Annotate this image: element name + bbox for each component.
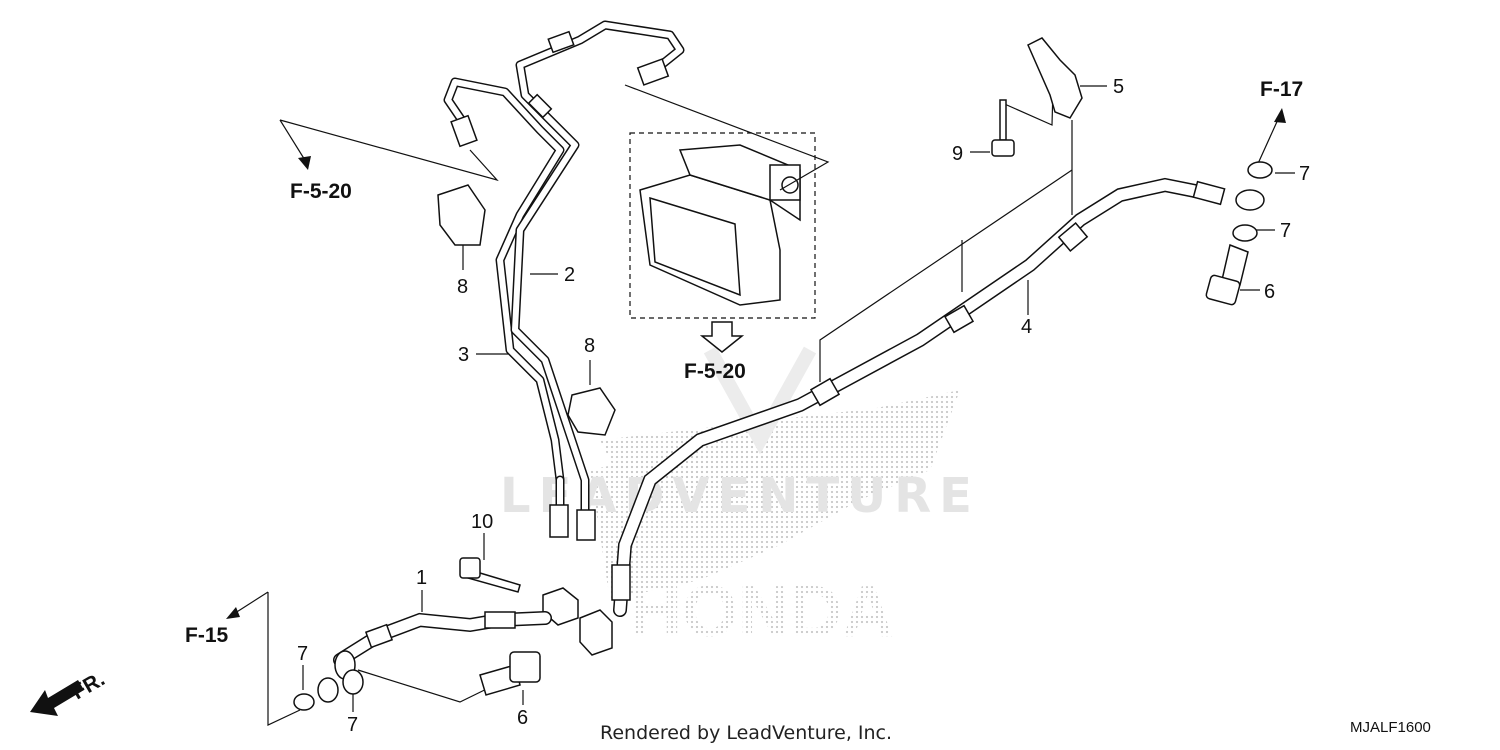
- bolt-9-head: [991, 139, 1015, 157]
- sealing-washer-7b: [1232, 224, 1258, 242]
- pipe-nut-lower-right: [576, 509, 596, 541]
- diagram-code: MJALF1600: [1350, 719, 1431, 736]
- sealing-washer-7a: [1247, 161, 1273, 179]
- front-arrow-icon: [30, 680, 84, 716]
- ref-f-5-20-left[interactable]: F-5-20: [290, 180, 352, 203]
- label-part-5[interactable]: 5: [1113, 76, 1124, 98]
- watermark-wing-2: [600, 410, 860, 520]
- banjo-fittings-right: [1205, 161, 1273, 306]
- label-part-10[interactable]: 10: [471, 511, 493, 533]
- hose-end-fitting-upper: [1192, 180, 1226, 206]
- joint-blocks: [542, 587, 613, 656]
- bolt-10-head: [459, 557, 481, 579]
- joint-block-lower: [579, 609, 613, 656]
- pipe-clamps: [437, 184, 616, 436]
- label-part-4[interactable]: 4: [1021, 316, 1032, 338]
- leader-lines: [226, 84, 1295, 726]
- sealing-washer-7d: [342, 669, 364, 695]
- pipe-clamp-8a: [437, 184, 486, 246]
- hose-1-fitting-left: [364, 623, 394, 649]
- leader-f520-left: [279, 119, 499, 182]
- ref-f-5-20-center[interactable]: F-5-20: [684, 360, 746, 383]
- leader-f17: [1255, 114, 1281, 169]
- label-part-7-right-lower[interactable]: 7: [1280, 220, 1291, 242]
- pipe-joint-a: [547, 30, 575, 54]
- brake-hose-4-line: [614, 179, 1206, 616]
- hose-end-fitting-lower: [611, 564, 631, 601]
- ref-f-17[interactable]: F-17: [1260, 78, 1303, 101]
- leader-p5: [999, 87, 1054, 126]
- abs-dashed-frame: [629, 132, 816, 319]
- banjo-bolt-6b-head: [509, 651, 541, 683]
- front-label: FR.: [68, 667, 109, 704]
- label-part-7-right-upper[interactable]: 7: [1299, 163, 1310, 185]
- arrow-abs-down: [699, 321, 745, 353]
- rendered-by-text: Rendered by LeadVenture, Inc.: [600, 722, 892, 744]
- hose-clamp-5: [1027, 37, 1083, 119]
- arrowhead-f17: [1274, 108, 1286, 123]
- part-labels: 1 2 3 4 5 6 6 7 7 7 7 8 8 9 10: [297, 76, 1310, 736]
- pipe-nut-lower-left: [549, 504, 569, 538]
- watermark-brand-text: LEADVENTURE: [500, 468, 980, 524]
- watermark-logo-text: HONDA: [630, 572, 894, 652]
- banjo-eye-right: [1235, 189, 1265, 211]
- abs-port: [781, 176, 799, 194]
- label-part-7-left-lower[interactable]: 7: [347, 714, 358, 736]
- pipe-clamp-8b: [567, 387, 616, 436]
- pipe-nut-upper-right: [636, 58, 670, 86]
- brake-pipe-2: [512, 22, 683, 518]
- watermark-chevron: [703, 346, 817, 455]
- label-part-3[interactable]: 3: [458, 344, 469, 366]
- hose-collar-a: [809, 377, 841, 407]
- banjo-ring-left: [317, 677, 339, 703]
- label-part-1[interactable]: 1: [416, 567, 427, 589]
- label-part-2[interactable]: 2: [564, 264, 575, 286]
- brake-pipes: [443, 20, 685, 541]
- reference-labels: F-5-20 F-5-20 F-17 F-15: [185, 78, 1303, 647]
- pipe-nut-upper-left: [450, 114, 478, 148]
- clamp-5-group: [991, 37, 1083, 157]
- front-direction-indicator: FR.: [30, 667, 109, 716]
- leader-abs-upper: [624, 84, 830, 191]
- pipe-joint-b: [527, 93, 553, 119]
- banjo-bolt-6a-head: [1205, 274, 1241, 306]
- hose-1-fitting-right: [484, 611, 516, 629]
- footer: Rendered by LeadVenture, Inc. MJALF1600: [600, 719, 1431, 744]
- abs-modulator-assembly: [629, 132, 816, 319]
- leader-f15-arrow: [231, 591, 269, 616]
- ref-f-15[interactable]: F-15: [185, 624, 229, 647]
- leader-p4-clamps: [819, 169, 1073, 382]
- label-part-6-lower[interactable]: 6: [517, 707, 528, 729]
- brake-pipe-3: [445, 79, 563, 483]
- label-part-9[interactable]: 9: [952, 143, 963, 165]
- brake-hose-1: [293, 557, 552, 711]
- label-part-6-right[interactable]: 6: [1264, 281, 1275, 303]
- sealing-washer-7c: [293, 693, 315, 711]
- arrowhead-f520-left: [298, 156, 311, 170]
- watermark: LEADVENTURE HONDA: [500, 346, 980, 652]
- leader-f15: [267, 592, 301, 726]
- label-part-8-upper[interactable]: 8: [457, 276, 468, 298]
- label-part-7-left-upper[interactable]: 7: [297, 643, 308, 665]
- label-part-8-lower[interactable]: 8: [584, 335, 595, 357]
- watermark-wing: [590, 390, 960, 600]
- arrowhead-f15: [226, 607, 240, 619]
- brake-hose-4: [611, 177, 1226, 617]
- abs-modulator-top: [678, 144, 801, 222]
- bolt-9: [999, 99, 1007, 141]
- abs-modulator-face: [649, 196, 741, 297]
- hose-collar-b: [943, 304, 975, 334]
- hose-collar-c: [1057, 221, 1089, 253]
